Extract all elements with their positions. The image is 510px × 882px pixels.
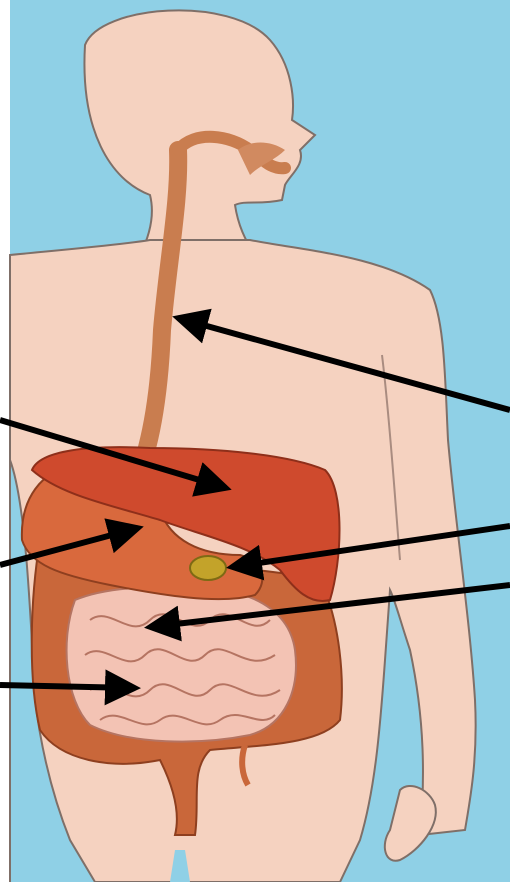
pointer-small-intestine <box>0 685 135 688</box>
gallbladder <box>190 556 226 580</box>
